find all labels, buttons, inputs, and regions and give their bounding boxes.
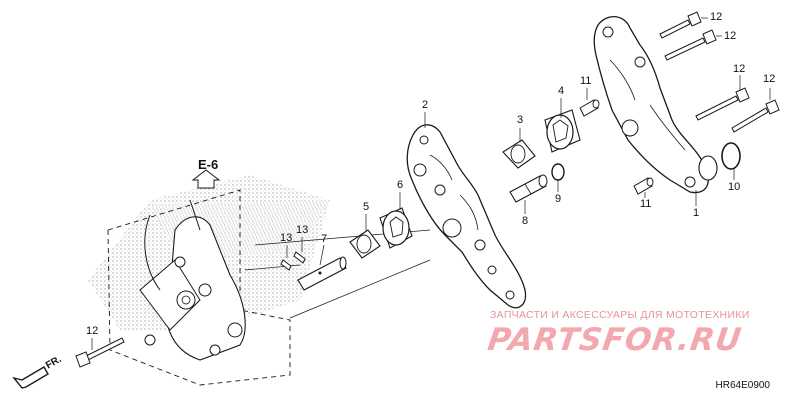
bolt-part-12-c [695, 87, 750, 121]
callout-5: 5 [363, 201, 370, 213]
reference-label: E-6 [198, 157, 219, 172]
reference-arrow-icon [191, 169, 221, 189]
callout-11-b: 11 [640, 198, 652, 210]
callout-4: 4 [558, 85, 565, 97]
shaft-part-7 [297, 256, 347, 291]
engine-case [88, 175, 330, 386]
front-arrow-icon [12, 366, 49, 389]
bolt-part-12-d [731, 99, 780, 133]
callout-6: 6 [397, 179, 404, 191]
callout-12-e: 12 [86, 325, 99, 337]
dowel-pin-part-11-top [579, 99, 600, 117]
bolt-part-12-a [659, 11, 702, 39]
callout-12-d: 12 [763, 73, 776, 85]
inner-rotor-part-5 [349, 229, 381, 259]
diagram-code: HR64E0900 [715, 380, 770, 391]
watermark-subtitle: ЗАПЧАСТИ И АКСЕССУАРЫ ДЛЯ МОТОТЕХНИКИ [490, 309, 750, 321]
dowel-pin-part-11-bottom [633, 177, 654, 195]
outer-rotor-part-6 [379, 207, 413, 249]
callout-10: 10 [728, 181, 741, 193]
callout-leaders [91, 17, 771, 350]
callout-13-b: 13 [296, 224, 309, 236]
callout-9: 9 [555, 193, 562, 205]
callout-2: 2 [422, 99, 429, 111]
callout-1: 1 [693, 207, 700, 219]
washer-part-9 [551, 163, 565, 181]
separator-plate-part-2 [406, 124, 527, 309]
pump-body-part-1 [593, 16, 718, 194]
inner-rotor-part-3 [502, 139, 536, 169]
callout-7: 7 [321, 233, 328, 245]
bolt-part-12-e [75, 337, 125, 368]
pin-part-13-left [280, 259, 292, 271]
outer-rotor-part-4 [544, 109, 581, 153]
bolt-part-12-b [664, 29, 717, 61]
callout-11-a: 11 [580, 75, 592, 87]
callout-12-a: 12 [710, 11, 723, 23]
callout-12-b: 12 [724, 30, 737, 42]
o-ring-part-10 [721, 142, 741, 170]
pin-part-13-right [293, 251, 306, 264]
watermark-logo: PARTSFOR.RU [485, 322, 745, 358]
callout-8: 8 [522, 215, 529, 227]
callout-12-c: 12 [733, 63, 746, 75]
shaft-part-8 [509, 174, 548, 203]
callout-13-a: 13 [280, 232, 293, 244]
callout-3: 3 [517, 114, 524, 126]
